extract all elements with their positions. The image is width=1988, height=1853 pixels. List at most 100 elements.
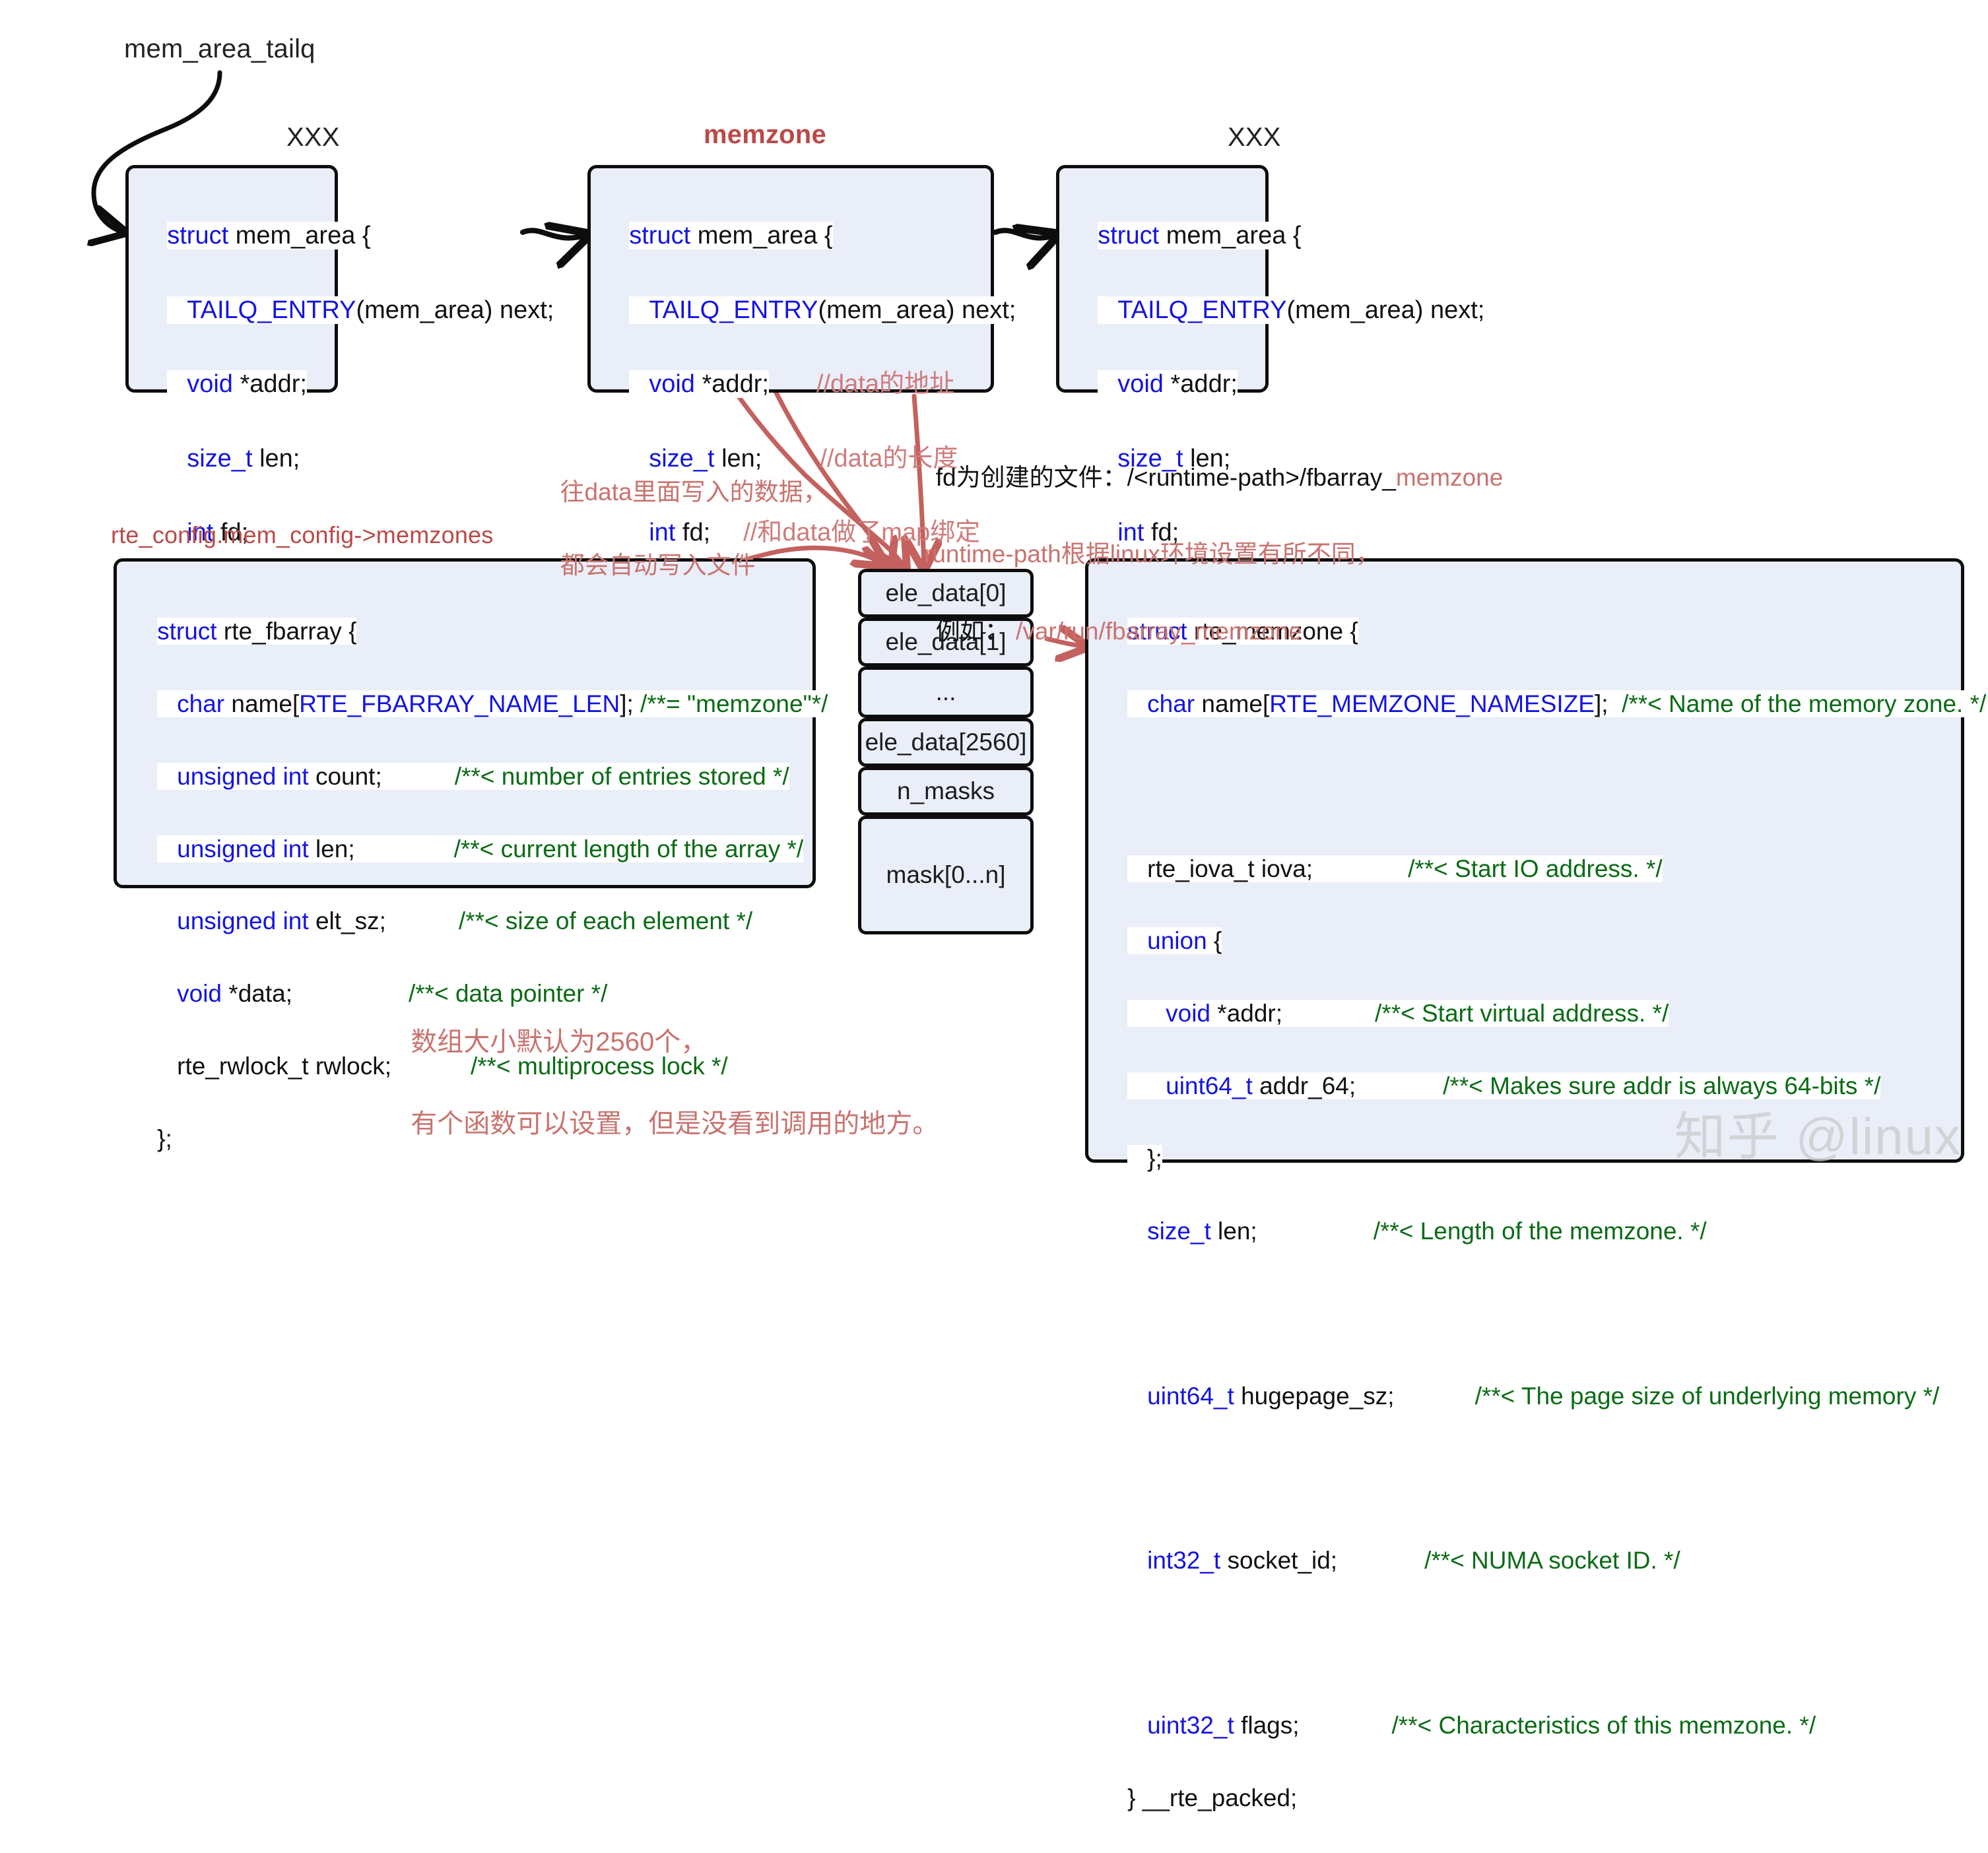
struct-name: mem_area { [228,222,371,250]
macro-tailq-entry: TAILQ_ENTRY [187,296,356,324]
comment-elt-sz: /**< size of each element */ [458,907,753,935]
kw-uint64t: uint64_t [1166,1072,1253,1100]
ele-data-cell-ellipsis: ... [858,666,1034,718]
fd-file-black-part: fd为创建的文件：/<runtime-path>/fbarray_ [935,464,1396,492]
mem-area-card-right: struct mem_area { TAILQ_ENTRY(mem_area) … [1056,165,1485,621]
field-fd: fd; [1144,519,1179,547]
kw-void: void [649,370,695,399]
comment-addr: /**< Start virtual address. */ [1375,1000,1669,1027]
kw-void: void [177,980,222,1008]
field-rwlock: rte_rwlock_t rwlock; [177,1053,391,1080]
comment-flags: /**< Characteristics of this memzone. */ [1391,1712,1816,1739]
tailq-next-field: (mem_area) next; [1286,296,1485,324]
comment-iova: /**< Start IO address. */ [1408,855,1663,882]
kw-char: char [1147,690,1195,717]
field-addr64: addr_64; [1252,1072,1356,1100]
field-len: len; [252,444,300,472]
comment-rwlock: /**< multiprocess lock */ [470,1053,728,1080]
array-size-line2: 有个函数可以设置，但是没看到调用的地方。 [411,1109,939,1138]
macro-fbarray-name-len: RTE_FBARRAY_NAME_LEN [299,690,620,717]
field-addr: *addr; [1210,1000,1283,1027]
mem-area-code: struct mem_area { TAILQ_ENTRY(mem_area) … [1070,180,1485,663]
field-name: name[ [224,690,300,717]
rte-memzone-code: struct rte_memzone { char name[RTE_MEMZO… [1100,577,1987,1853]
next-arrow-1 [520,230,587,238]
field-len: len; [308,835,355,862]
rte-memzone-card: struct rte_memzone { char name[RTE_MEMZO… [1085,558,1987,1812]
field-len: len; [1210,1217,1257,1245]
ele-data-cell-0: ele_data[0] [858,569,1034,618]
annotation-data-write-line2: 都会自动写入文件 [560,551,756,579]
fd-note-line3-red: /var/run/fbarray_memzone [1009,617,1302,645]
kw-int: int [187,519,214,547]
kw-int: int [1117,519,1144,547]
mid-box-title: memzone [704,120,826,149]
tailq-label: mem_area_tailq [124,34,315,63]
kw-struct: struct [1098,222,1160,250]
field-iova: rte_iova_t iova; [1147,855,1313,882]
comment-socket-id: /**< NUMA socket ID. */ [1424,1547,1680,1575]
comment-name: /**= "memzone"*/ [633,690,828,717]
ele-data-cell-2560: ele_data[2560] [858,718,1034,767]
annotation-data-write-line1: 往data里面写入的数据， [560,478,828,505]
fd-note-line3-black: 例如： [935,617,1009,645]
mem-area-card-left: struct mem_area { TAILQ_ENTRY(mem_area) … [125,165,554,621]
annotation-fd-file: fd为创建的文件：/<runtime-path>/fbarray_memzone… [924,420,1503,677]
struct-name: mem_area { [690,222,833,250]
comment-len: /**< Length of the memzone. */ [1373,1217,1707,1245]
union-close: }; [1127,1145,1162,1173]
field-elt-sz: elt_sz; [308,907,386,935]
kw-int: int [649,519,676,547]
fd-file-red-part: memzone [1395,464,1504,492]
field-addr: *addr; [1163,370,1238,399]
struct-name: mem_area { [1159,222,1302,250]
field-hugepage-sz: hugepage_sz; [1234,1382,1395,1410]
kw-unsigned-int: unsigned int [177,907,309,935]
comment-hugepage-sz: /**< The page size of underlying memory … [1474,1382,1940,1410]
kw-int32t: int32_t [1147,1547,1221,1575]
field-len: len; [1183,444,1231,472]
kw-unsigned-int: unsigned int [177,835,309,862]
comment-len: /**< current length of the array */ [453,835,804,862]
kw-uint64t: uint64_t [1147,1382,1234,1410]
comment-name: /**< Name of the memory zone. */ [1608,690,1987,717]
kw-void: void [1117,370,1164,399]
fbarray-path-label: rte_config.mem_config->memzones [111,521,494,548]
union-open: { [1207,927,1222,955]
tailq-next-field: (mem_area) next; [818,296,1016,324]
mask-cell: mask[0...n] [858,816,1034,934]
fd-note-line2: runtime-path根据linux环境设置有所不同， [924,540,1380,568]
tailq-next-field: (mem_area) next; [356,296,554,324]
field-addr: *addr; [232,370,307,399]
fbarray-struct-name: rte_fbarray { [216,617,357,645]
kw-sizet: size_t [187,444,253,472]
field-fd: fd; [213,519,249,547]
right-box-title: XXX [1228,123,1281,152]
next-arrow-2 [993,230,1056,238]
field-name-close: ]; [620,690,634,717]
kw-struct: struct [629,222,691,250]
comment-data: /**< data pointer */ [409,980,608,1008]
field-addr: *addr; [694,370,769,399]
kw-unsigned-int: unsigned int [177,762,309,790]
comment-addr64: /**< Makes sure addr is always 64-bits *… [1443,1072,1881,1100]
rte-fbarray-card: struct rte_fbarray { char name[RTE_FBARR… [114,558,828,1153]
array-size-line1: 数组大小默认为2560个， [411,1027,708,1057]
macro-memzone-namesize: RTE_MEMZONE_NAMESIZE [1269,690,1595,717]
annotation-data-write: 往data里面写入的数据， 都会自动写入文件 [547,437,828,583]
n-masks-cell: n_masks [858,767,1034,816]
kw-sizet: size_t [1147,1217,1211,1245]
macro-tailq-entry: TAILQ_ENTRY [1117,296,1287,324]
annotation-array-size: 数组大小默认为2560个， 有个函数可以设置，但是没看到调用的地方。 [396,981,939,1144]
memzone-struct-name: rte_memzone { [1187,617,1358,645]
kw-void: void [187,370,233,399]
field-flags: flags; [1234,1712,1300,1739]
kw-void: void [1166,1000,1211,1027]
field-count: count; [308,762,382,790]
kw-struct: struct [167,222,229,250]
field-socket-id: socket_id; [1220,1547,1338,1575]
mem-area-card-mid: struct mem_area { TAILQ_ENTRY(mem_area) … [587,165,1016,621]
macro-tailq-entry: TAILQ_ENTRY [649,296,818,324]
kw-sizet: size_t [1117,444,1183,472]
kw-struct: struct [1127,617,1187,645]
